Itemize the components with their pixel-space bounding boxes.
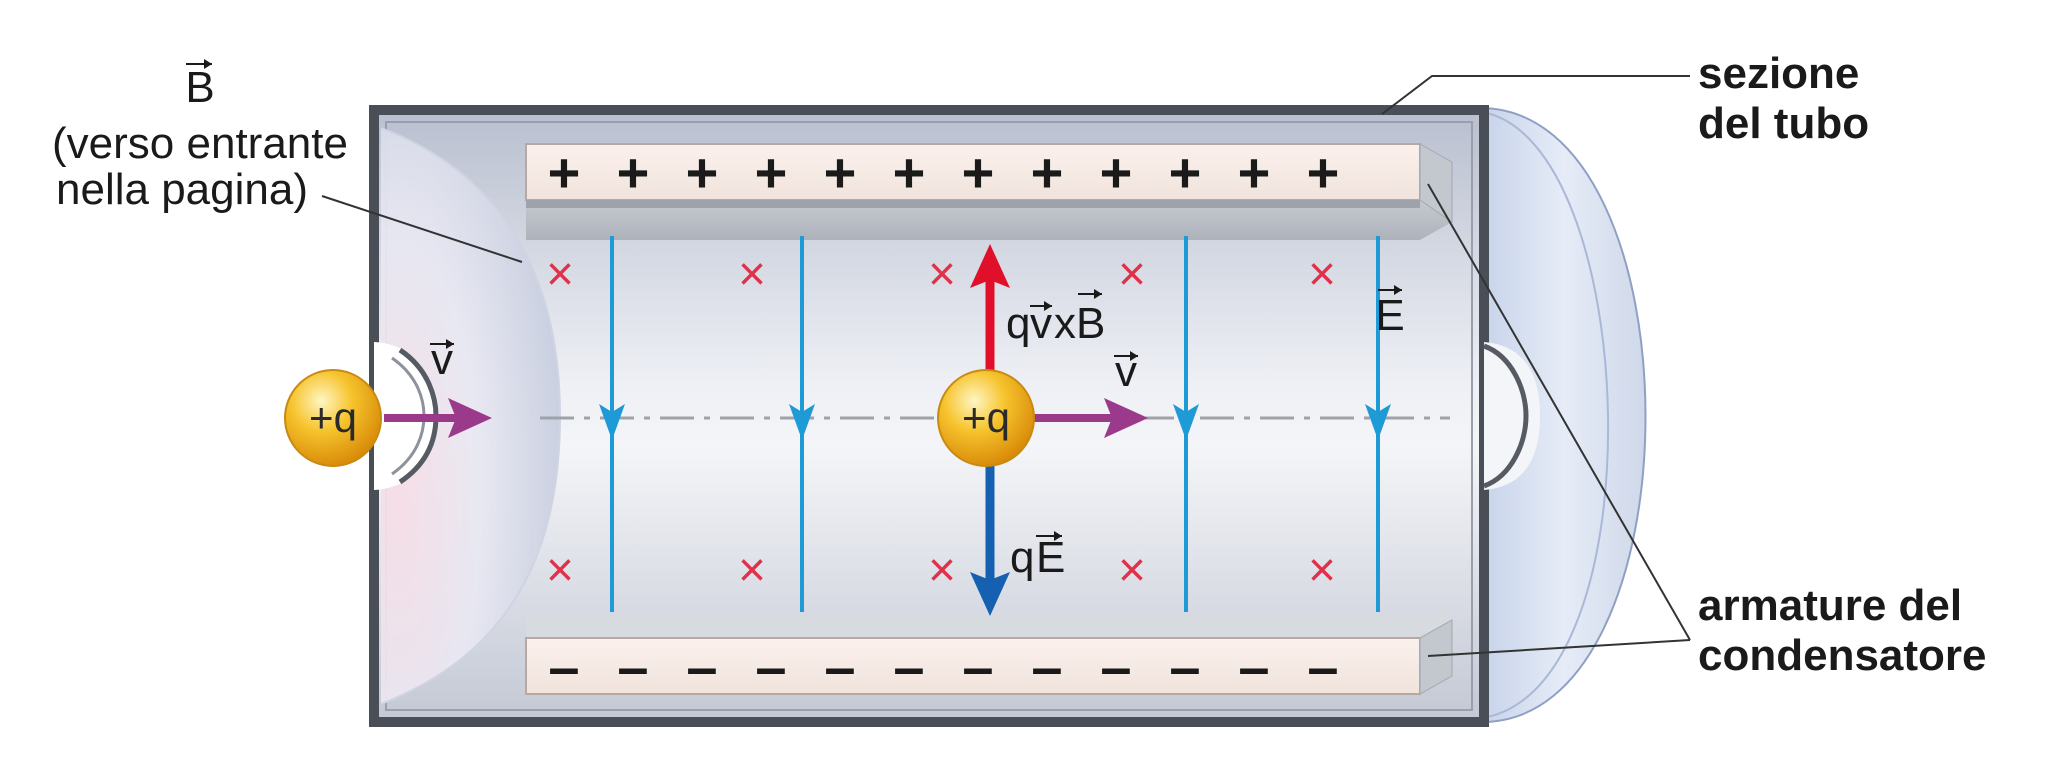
plus-sign: + xyxy=(1100,141,1133,204)
into-page-cross: × xyxy=(1308,544,1336,597)
magnetic-force-label-x: x xyxy=(1054,299,1076,348)
minus-sign: – xyxy=(755,635,786,698)
positive-charges: + + + + + + + + + + + + xyxy=(548,141,1340,204)
negative-charges: –––––––––––– xyxy=(548,635,1338,698)
into-page-cross: × xyxy=(1308,248,1336,301)
minus-sign: – xyxy=(1307,635,1338,698)
plus-sign: + xyxy=(962,141,995,204)
plus-sign: + xyxy=(893,141,926,204)
into-page-cross: × xyxy=(738,248,766,301)
electric-force-label-q: q xyxy=(1010,533,1034,582)
field-line xyxy=(1365,236,1391,612)
minus-sign: – xyxy=(893,635,924,698)
entry-region-edge xyxy=(380,127,562,705)
minus-sign: – xyxy=(824,635,855,698)
tube-end-cap-edge xyxy=(1481,111,1609,719)
charge-center-label: +q xyxy=(962,394,1010,441)
into-page-cross: × xyxy=(928,544,956,597)
velocity-arrow-center xyxy=(1034,398,1148,438)
minus-sign: – xyxy=(548,635,579,698)
electric-field-lines xyxy=(599,236,1391,612)
exit-hole-rim xyxy=(1483,343,1529,489)
field-line xyxy=(789,236,815,612)
plates-line2: condensatore xyxy=(1698,631,1987,680)
electric-force-arrow xyxy=(970,462,1010,616)
tube-section-line2: del tubo xyxy=(1698,99,1869,148)
b-annotation-leader xyxy=(321,195,523,263)
plus-sign: + xyxy=(548,141,581,204)
magnetic-force-label: q v x B xyxy=(1006,289,1105,348)
field-label-e: E xyxy=(1375,291,1404,340)
magnetic-force-arrow xyxy=(970,244,1010,372)
minus-sign: – xyxy=(1169,635,1200,698)
electric-force-label: q E xyxy=(1010,531,1065,582)
into-page-cross: × xyxy=(738,544,766,597)
electric-force-label-e: E xyxy=(1036,533,1065,582)
velocity-label-center: v xyxy=(1114,347,1138,396)
b-note-line2: nella pagina) xyxy=(56,165,308,214)
plus-sign: + xyxy=(617,141,650,204)
charge-center: +q xyxy=(937,369,1035,467)
top-plate xyxy=(525,143,1453,240)
minus-sign: – xyxy=(1100,635,1131,698)
magnetic-field-markers: × × × × × × × × × × xyxy=(546,248,1336,597)
magnetic-force-label-b: B xyxy=(1076,299,1105,348)
plus-sign: + xyxy=(755,141,788,204)
field-label: E xyxy=(1375,285,1405,340)
into-page-cross: × xyxy=(546,544,574,597)
b-vector-label: B xyxy=(185,63,214,112)
plus-sign: + xyxy=(1169,141,1202,204)
magnetic-force-label-v: v xyxy=(1030,299,1052,348)
plus-sign: + xyxy=(1031,141,1064,204)
field-line xyxy=(1173,236,1199,612)
tube-section-annotation: sezione del tubo xyxy=(1381,49,1869,148)
exit-hole xyxy=(1484,342,1540,490)
b-field-annotation: B (verso entrante nella pagina) xyxy=(52,59,523,263)
plates-line1: armature del xyxy=(1698,581,1962,630)
into-page-cross: × xyxy=(928,248,956,301)
plates-annotation: armature del condensatore xyxy=(1427,183,1987,680)
minus-sign: – xyxy=(1238,635,1269,698)
minus-sign: – xyxy=(1031,635,1062,698)
plus-sign: + xyxy=(686,141,719,204)
plus-sign: + xyxy=(1307,141,1340,204)
plates-leader-top xyxy=(1427,183,1691,641)
into-page-cross: × xyxy=(1118,544,1146,597)
tube-section-line1: sezione xyxy=(1698,49,1859,98)
plus-sign: + xyxy=(824,141,857,204)
tube-section-leader xyxy=(1381,75,1690,115)
velocity-label-entry: v xyxy=(430,335,454,384)
field-line xyxy=(599,236,625,612)
plus-sign: + xyxy=(1238,141,1271,204)
b-note-line1: (verso entrante xyxy=(52,119,348,168)
tube-end-cap xyxy=(1481,106,1647,724)
charge-entry: +q xyxy=(284,369,382,467)
into-page-cross: × xyxy=(546,248,574,301)
bottom-plate xyxy=(525,604,1453,695)
minus-sign: – xyxy=(686,635,717,698)
velocity-arrow-entry xyxy=(384,398,492,438)
into-page-cross: × xyxy=(1118,248,1146,301)
minus-sign: – xyxy=(962,635,993,698)
plates-leader-bottom xyxy=(1427,639,1691,657)
magnetic-force-label-q: q xyxy=(1006,299,1030,348)
minus-sign: – xyxy=(617,635,648,698)
charge-entry-label: +q xyxy=(309,394,357,441)
